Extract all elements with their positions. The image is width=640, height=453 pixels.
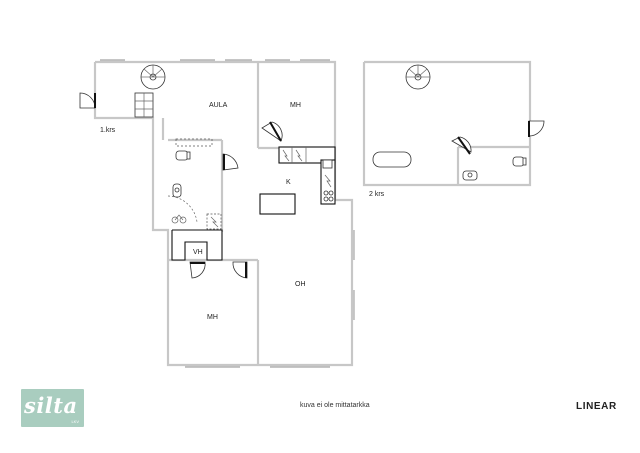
room-label-k: K — [286, 179, 291, 186]
floor-label-first: 1.krs — [100, 127, 116, 134]
door-icon — [222, 153, 239, 171]
room-label-aula: AULA — [209, 102, 228, 109]
scale-note: kuva ei ole mittatarkka — [300, 402, 370, 409]
room-label-oh: OH — [295, 281, 306, 288]
toilet-icon — [175, 150, 191, 161]
logo-sub: LKV — [71, 419, 79, 424]
windows — [100, 59, 355, 368]
stair-icon — [134, 92, 154, 118]
bathroom-walls — [171, 229, 223, 261]
kitchen-island — [259, 193, 296, 215]
logo-text: silta — [24, 393, 78, 418]
sink-icon — [172, 183, 182, 198]
silta-logo: silta LKV — [21, 389, 84, 427]
door-icon — [261, 121, 283, 142]
door-icon — [451, 136, 472, 155]
room-label-mh-bottom: MH — [207, 314, 218, 321]
door-icon — [528, 120, 545, 137]
door-icon — [79, 92, 96, 109]
door-icon — [189, 261, 206, 279]
linear-brand-logo: LINEAR — [576, 401, 617, 412]
floor-label-second: 2 krs — [369, 191, 385, 198]
kitchen-counter — [278, 146, 336, 205]
sink-icon — [462, 170, 478, 181]
wardrobe-outline — [175, 138, 213, 147]
door-swing-outline — [167, 195, 198, 223]
electric-cabinet-icon — [206, 213, 222, 230]
room-label-vh: VH — [193, 249, 203, 256]
toilet-icon — [512, 156, 527, 167]
spiral-stair-icon — [140, 64, 166, 90]
bicycle-icon — [171, 214, 187, 224]
bathtub-icon — [372, 151, 412, 168]
door-icon — [232, 261, 248, 279]
spiral-stair-icon — [405, 64, 431, 90]
room-label-mh-top: MH — [290, 102, 301, 109]
